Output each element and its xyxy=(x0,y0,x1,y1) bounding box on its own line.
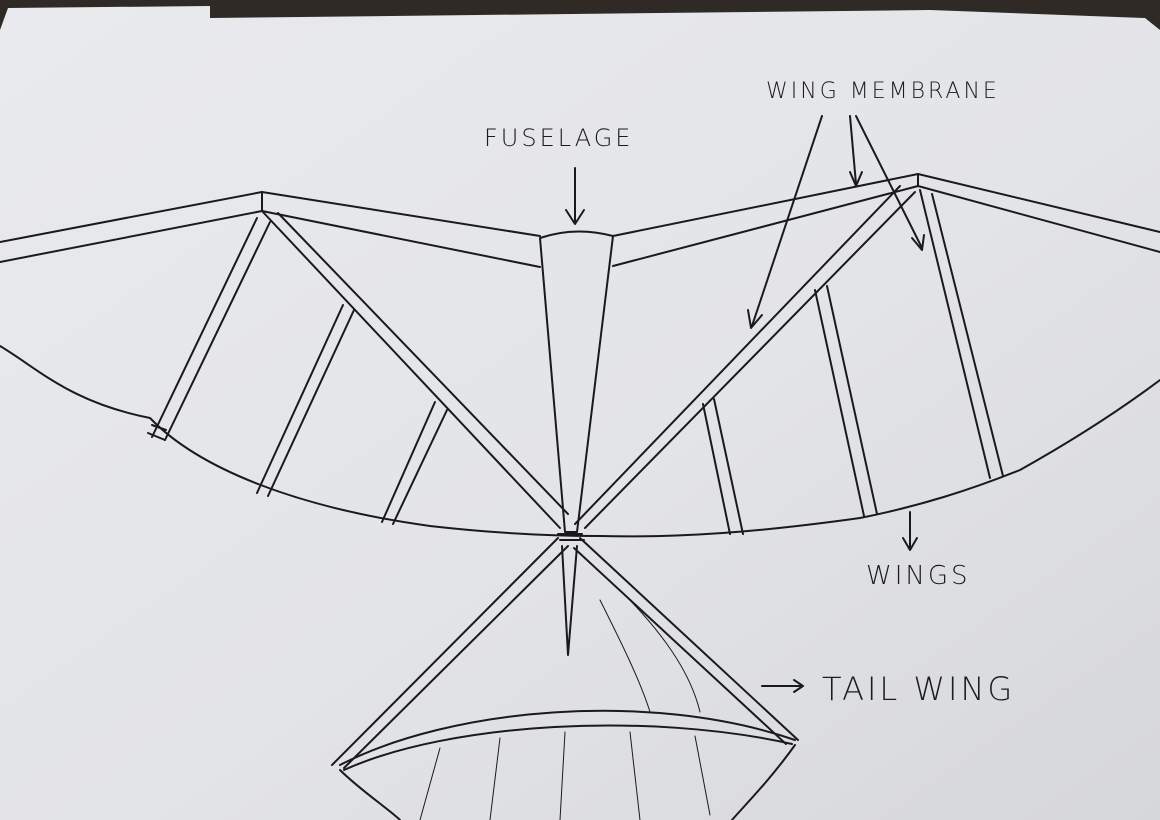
wings-arrow-icon xyxy=(902,511,918,551)
tail-wing-label: TAIL WING xyxy=(822,670,1015,708)
wing-trailing-edge xyxy=(0,345,1160,538)
fuselage xyxy=(539,230,614,533)
tail-membrane xyxy=(339,589,796,820)
left-main-strut xyxy=(261,210,569,529)
wing-membrane-label: WING MEMBRANE xyxy=(766,79,1000,104)
tail-struts xyxy=(331,533,799,769)
tail-wing-arrow-icon xyxy=(761,679,804,693)
wing-membrane-arrows-icon xyxy=(747,115,925,329)
right-leading-edge xyxy=(612,173,1160,267)
right-wing-ribs xyxy=(702,189,1004,535)
left-wing-ribs xyxy=(147,217,448,525)
left-leading-edge xyxy=(0,191,541,268)
tail-boom xyxy=(561,545,578,656)
fuselage-label: FUSELAGE xyxy=(484,124,633,152)
right-main-strut xyxy=(574,185,916,529)
fuselage-arrow-icon xyxy=(565,167,585,225)
wings-label: WINGS xyxy=(866,561,970,591)
